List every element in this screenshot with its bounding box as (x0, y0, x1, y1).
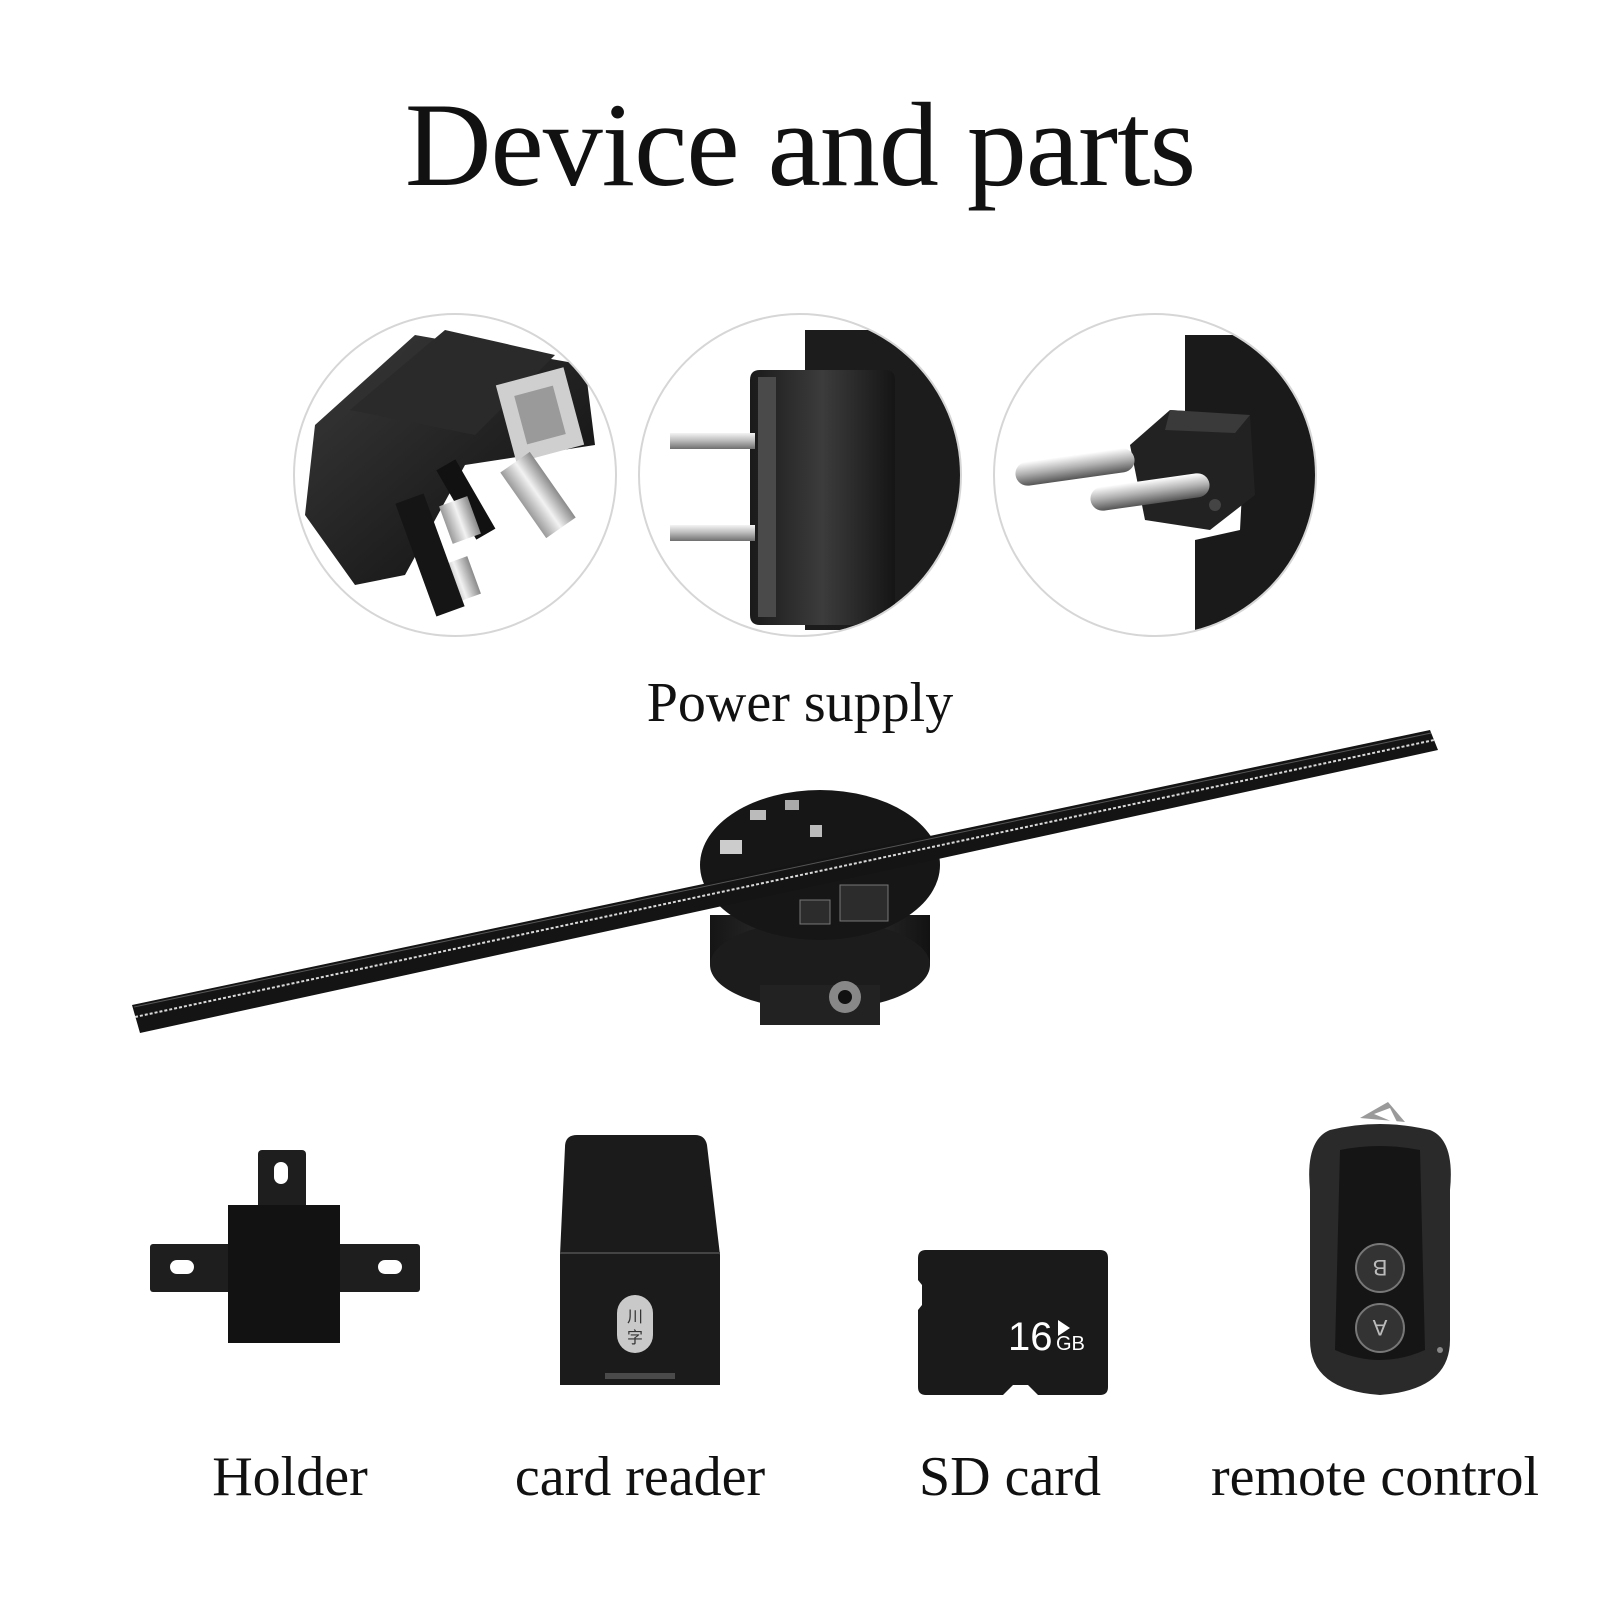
card-reader-part: 川 字 (555, 1135, 730, 1390)
holder-bracket-icon (150, 1150, 420, 1343)
play-arrow-icon (1058, 1320, 1070, 1336)
remote-control-part: B A (1300, 1100, 1460, 1400)
hologram-fan-icon (132, 730, 1438, 1033)
hologram-fan-device (120, 715, 1500, 1070)
remote-button-a-label: A (1372, 1315, 1387, 1340)
sd-card-part: 16 GB (918, 1250, 1108, 1395)
eu-plug-photo (993, 313, 1317, 637)
remote-button-b-label: B (1373, 1255, 1388, 1280)
sd-card-label: SD card (919, 1446, 1101, 1508)
page-title: Device and parts (404, 78, 1196, 211)
card-reader-brand-top: 川 (627, 1307, 643, 1326)
us-plug-icon (670, 330, 960, 630)
card-reader-label: card reader (514, 1446, 766, 1508)
us-plug-photo (638, 313, 962, 637)
sd-card-icon: 16 GB (918, 1250, 1108, 1395)
holder-label: Holder (212, 1446, 368, 1508)
power-supply-label: Power supply (646, 672, 954, 734)
uk-plug-photo (293, 313, 617, 637)
sd-card-unit: GB (1056, 1333, 1085, 1355)
card-reader-icon: 川 字 (560, 1135, 720, 1385)
uk-plug-icon (305, 330, 595, 617)
remote-control-label: remote control (1210, 1446, 1540, 1508)
remote-control-icon: B A (1309, 1102, 1451, 1395)
eu-plug-icon (1015, 335, 1315, 635)
sd-card-capacity: 16 (1008, 1315, 1053, 1359)
card-reader-brand-bottom: 字 (627, 1328, 643, 1347)
holder-part (150, 1150, 420, 1350)
